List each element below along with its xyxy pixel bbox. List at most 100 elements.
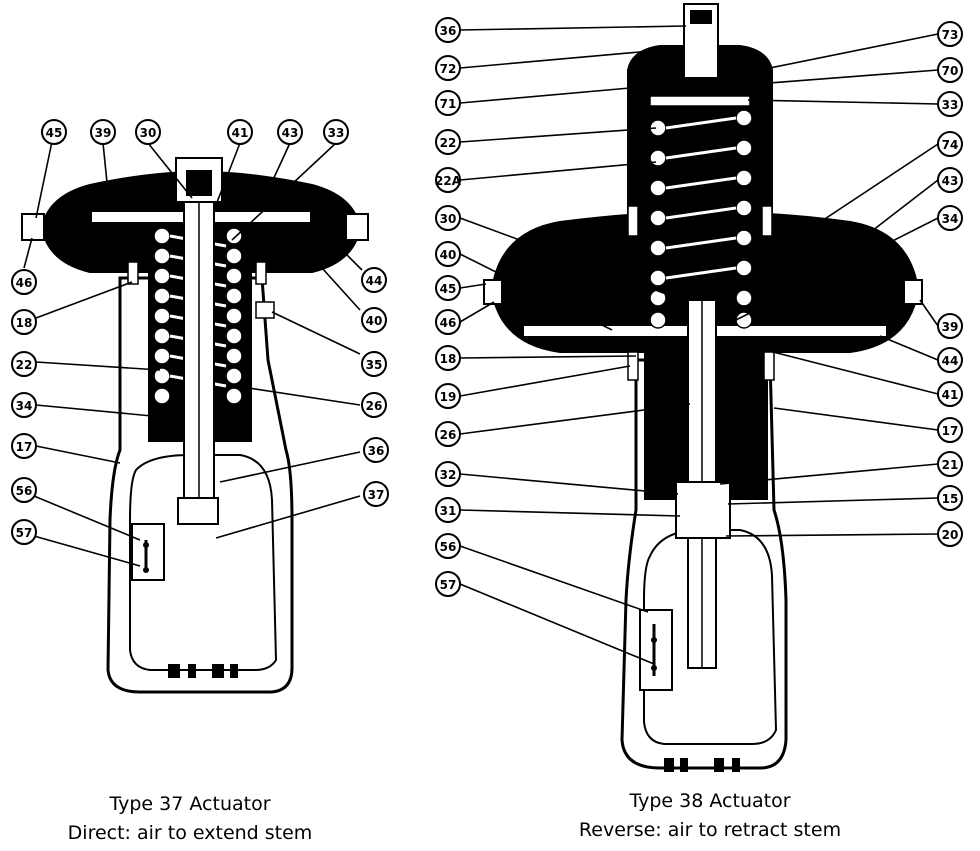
callout-number: 37	[368, 488, 385, 502]
type38-callout-72: 72	[435, 55, 461, 81]
type38-callout-20: 20	[937, 521, 963, 547]
callout-number: 36	[368, 444, 385, 458]
callout-circle	[90, 119, 116, 145]
callout-circle	[435, 17, 461, 43]
callout-number: 44	[942, 354, 959, 368]
type38-callout-74: 74	[937, 131, 963, 157]
type38-callout-41: 41	[937, 381, 963, 407]
callout-number: 45	[46, 126, 63, 140]
callout-circle	[937, 205, 963, 231]
type38-caption-title: Type 38 Actuator	[629, 790, 791, 812]
callout-number: 26	[366, 399, 383, 413]
callout-number: 74	[942, 138, 959, 152]
callout-circle	[937, 91, 963, 117]
type38-callout-45: 45	[435, 275, 461, 301]
type37-callout-57: 57	[11, 519, 37, 545]
callout-number: 36	[440, 24, 457, 38]
callout-circle	[11, 351, 37, 377]
type37-callout-26: 26	[361, 392, 387, 418]
callout-circle	[435, 461, 461, 487]
callout-circle	[435, 205, 461, 231]
callout-circle	[361, 392, 387, 418]
type38-actuator-drawing	[483, 3, 923, 772]
type38-callout-73: 73	[937, 21, 963, 47]
type38-callout-22A: 22A	[435, 167, 462, 193]
callout-number: 40	[440, 248, 457, 262]
callout-number: 41	[942, 388, 959, 402]
callout-number: 22	[16, 358, 33, 372]
type38-leader-lines	[459, 25, 939, 665]
callout-circle	[361, 267, 387, 293]
callout-number: 46	[440, 316, 457, 330]
callout-circle	[435, 275, 461, 301]
callout-circle	[435, 241, 461, 267]
type37-callout-44: 44	[361, 267, 387, 293]
callout-number: 18	[16, 316, 33, 330]
callout-circle	[135, 119, 161, 145]
type38-callout-39: 39	[937, 313, 963, 339]
callout-circle	[435, 571, 461, 597]
callout-number: 45	[440, 282, 457, 296]
callout-circle	[937, 381, 963, 407]
type38-callout-43: 43	[937, 167, 963, 193]
callout-circle	[11, 392, 37, 418]
callout-number: 35	[366, 358, 383, 372]
type37-callout-34: 34	[11, 392, 37, 418]
type38-caption-subtitle: Reverse: air to retract stem	[578, 819, 842, 841]
callout-circle	[937, 347, 963, 373]
callout-number: 56	[16, 484, 33, 498]
type38-callout-57: 57	[435, 571, 461, 597]
type37-callout-17: 17	[11, 433, 37, 459]
callout-number: 19	[440, 390, 457, 404]
type38-callout-30: 30	[435, 205, 461, 231]
type38-callout-56: 56	[435, 533, 461, 559]
callout-circle	[937, 21, 963, 47]
callout-number: 73	[942, 28, 959, 42]
callout-number: 34	[942, 212, 959, 226]
type38-callout-17: 17	[937, 417, 963, 443]
callout-number: 70	[942, 64, 959, 78]
type38-callout-36: 36	[435, 17, 461, 43]
callout-number: 33	[942, 98, 959, 112]
callout-number: 18	[440, 352, 457, 366]
callout-number: 56	[440, 540, 457, 554]
callout-circle	[435, 345, 461, 371]
type37-callout-22: 22	[11, 351, 37, 377]
callout-number: 15	[942, 492, 959, 506]
callout-circle	[11, 477, 37, 503]
callout-circle	[435, 309, 461, 335]
type37-callout-43: 43	[277, 119, 303, 145]
callout-circle	[435, 167, 461, 193]
callout-number: 17	[16, 440, 33, 454]
callout-circle	[937, 313, 963, 339]
type37-callout-30: 30	[135, 119, 161, 145]
callout-circle	[11, 433, 37, 459]
type37-callout-56: 56	[11, 477, 37, 503]
type38-callout-15: 15	[937, 485, 963, 511]
callout-circle	[937, 485, 963, 511]
type38-callout-46: 46	[435, 309, 461, 335]
callout-number: 26	[440, 428, 457, 442]
callout-circle	[323, 119, 349, 145]
callout-circle	[937, 167, 963, 193]
callout-circle	[937, 417, 963, 443]
callout-circle	[277, 119, 303, 145]
type38-caption: Type 38 Actuator Reverse: air to retract…	[540, 787, 880, 845]
callout-circle	[435, 383, 461, 409]
type38-callout-19: 19	[435, 383, 461, 409]
callout-number: 57	[16, 526, 33, 540]
callout-number: 30	[140, 126, 157, 140]
callout-circle	[435, 90, 461, 116]
type37-callout-40: 40	[361, 307, 387, 333]
callout-circle	[435, 129, 461, 155]
callout-circle	[361, 307, 387, 333]
type38-callout-40: 40	[435, 241, 461, 267]
callout-number: 20	[942, 528, 959, 542]
type37-caption: Type 37 Actuator Direct: air to extend s…	[20, 790, 360, 848]
callout-number: 33	[328, 126, 345, 140]
callout-circle	[937, 451, 963, 477]
callout-circle	[435, 421, 461, 447]
callout-circle	[937, 131, 963, 157]
callout-number: 32	[440, 468, 457, 482]
